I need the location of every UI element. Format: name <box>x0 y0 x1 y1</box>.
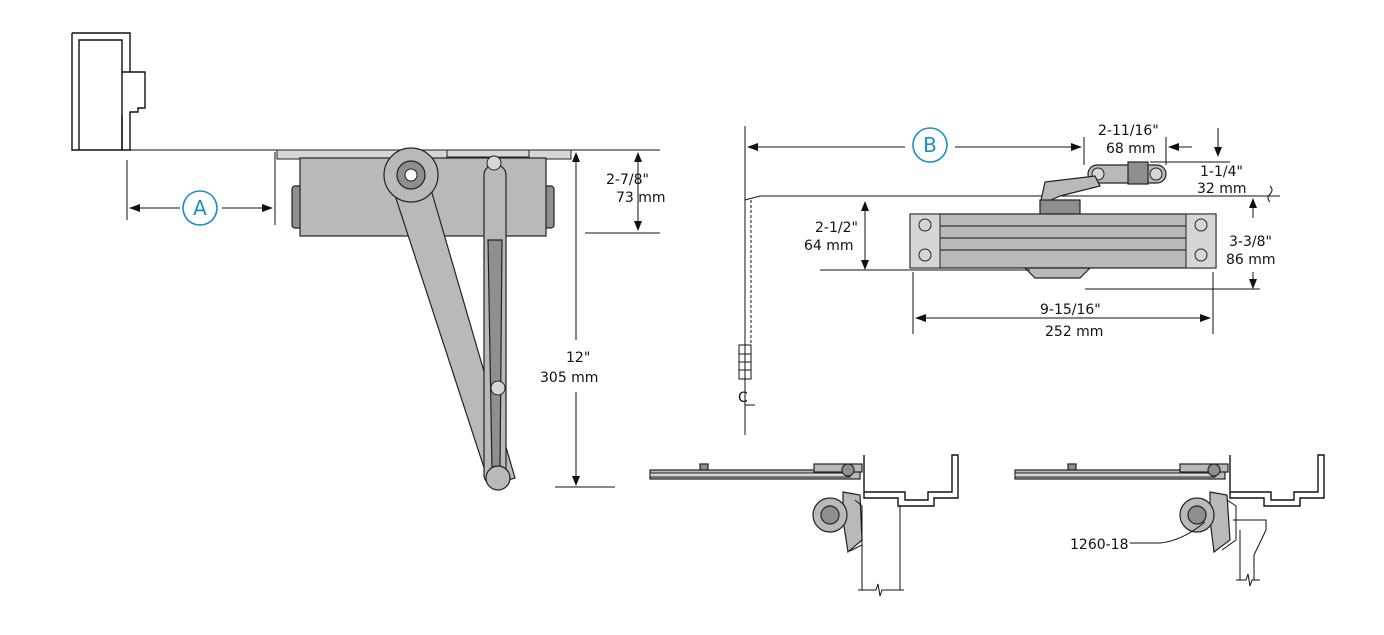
dimension-shoe-height: 1-1/4" 32 mm <box>1150 128 1247 197</box>
shoe-mm: 68 mm <box>1106 141 1156 157</box>
dimension-body-height: 3-3/8" 86 mm <box>1085 198 1276 290</box>
dimension-body-length: 9-15/16" 252 mm <box>912 272 1214 340</box>
door-top-and-hinge: C <box>738 185 1280 406</box>
dimension-b: B <box>744 126 1085 435</box>
frame-profile-left <box>71 32 146 151</box>
dimension-arm-length: 12" 305 mm <box>540 152 615 488</box>
arm-length-mm: 305 mm <box>540 370 598 386</box>
body-length-inches: 9-15/16" <box>1040 302 1101 318</box>
callout-a-circle <box>182 190 218 226</box>
mount-view-bracket: 1260-18 <box>1014 454 1325 587</box>
dimension-body-top: 2-1/2" 64 mm <box>804 201 1030 271</box>
shoe-height-inches: 1-1/4" <box>1200 164 1243 180</box>
shoe-height-mm: 32 mm <box>1197 181 1247 197</box>
dimension-shoe: 2-11/16" 68 mm <box>1098 123 1192 165</box>
callout-b: B <box>923 133 937 157</box>
bracket-part-number: 1260-18 <box>1070 537 1129 553</box>
centerline-label: C <box>738 390 748 406</box>
closer-arms <box>383 147 516 491</box>
body-top-inches: 2-1/2" <box>815 220 858 236</box>
body-height-mm: 86 mm <box>1226 252 1276 268</box>
closer-front-view <box>909 161 1217 279</box>
shoe-inches: 2-11/16" <box>1098 123 1159 139</box>
mount-view-standard <box>649 454 959 597</box>
body-height-inches: 3-3/8" <box>1229 234 1272 250</box>
depth-mm: 73 mm <box>616 190 666 206</box>
body-top-mm: 64 mm <box>804 238 854 254</box>
dimension-a: A <box>126 152 276 226</box>
body-length-mm: 252 mm <box>1045 324 1103 340</box>
arm-length-inches: 12" <box>566 350 590 366</box>
callout-a: A <box>193 196 207 220</box>
depth-inches: 2-7/8" <box>606 172 649 188</box>
callout-b-circle <box>912 127 948 163</box>
dimension-depth: 2-7/8" 73 mm <box>580 149 666 234</box>
